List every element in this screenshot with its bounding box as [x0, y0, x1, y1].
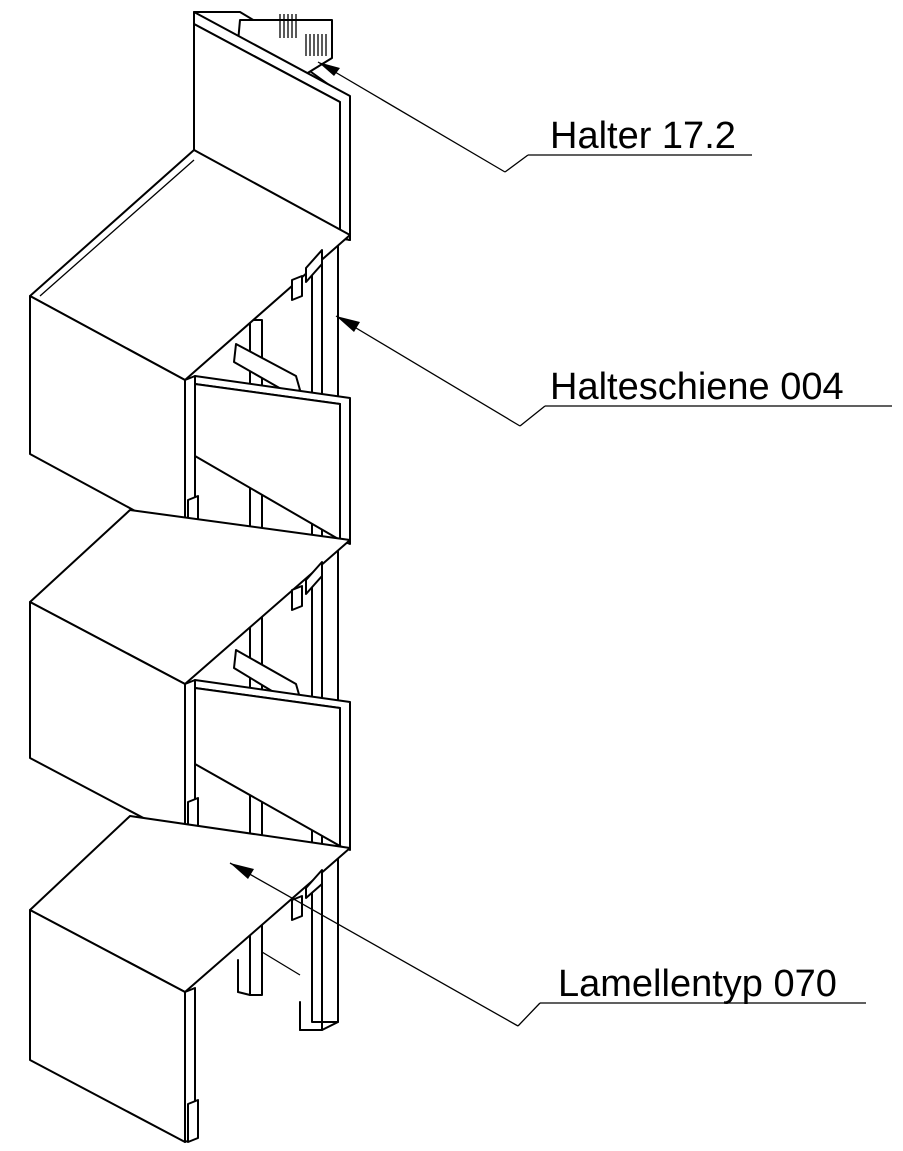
callout-lamellentyp: Lamellentyp 070 [229, 862, 866, 1027]
halter-ribs [279, 14, 327, 56]
callout-halter: Halter 17.2 [317, 61, 752, 173]
label-halteschiene: Halteschiene 004 [550, 366, 844, 408]
label-halter: Halter 17.2 [550, 115, 736, 157]
callout-halteschiene: Halteschiene 004 [335, 315, 892, 427]
lamella-3 [194, 679, 351, 851]
lamella-2 [29, 375, 351, 841]
lamella-4 [29, 815, 351, 1143]
lamella-1 [29, 11, 351, 539]
label-lamellentyp: Lamellentyp 070 [558, 963, 837, 1005]
